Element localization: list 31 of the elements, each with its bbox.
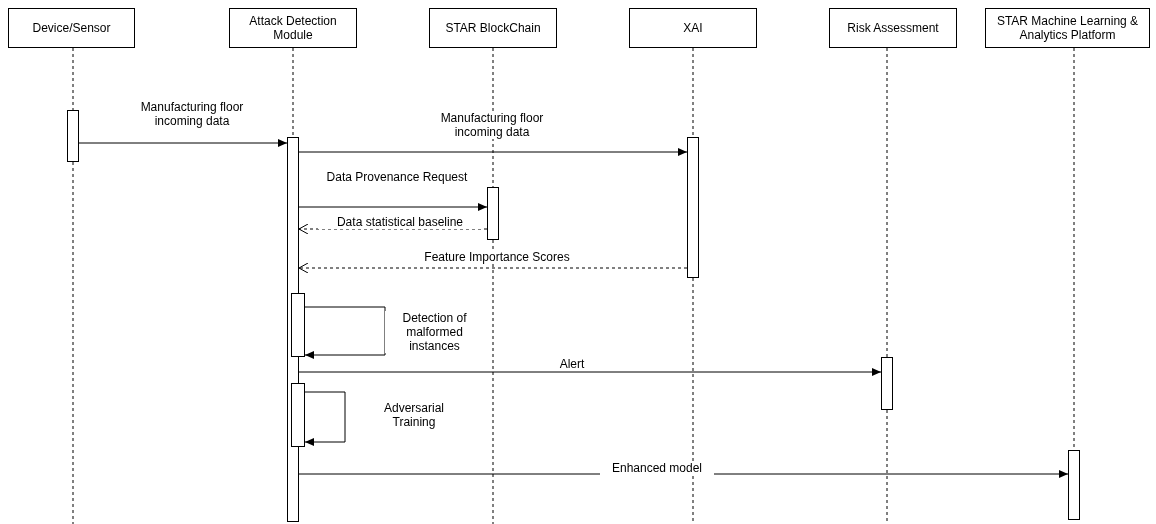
message-arrow: [298, 368, 882, 376]
return-message-arrow: [298, 223, 488, 235]
message-label: Enhanced model: [600, 461, 714, 475]
participant-box: Device/Sensor: [8, 8, 135, 48]
lifeline: [886, 409, 888, 524]
activation-bar: [67, 110, 79, 162]
lifeline: [692, 47, 694, 138]
message-label: Data statistical baseline: [318, 215, 482, 229]
lifeline: [72, 161, 74, 524]
lifeline: [492, 47, 494, 188]
lifeline: [72, 47, 74, 111]
message-arrow: [78, 139, 288, 147]
activation-bar: [881, 357, 893, 410]
message-arrow: [298, 203, 488, 211]
participant-box: Attack Detection Module: [229, 8, 357, 48]
message-arrow: [298, 148, 688, 156]
lifeline: [492, 239, 494, 524]
participant-box: Risk Assessment: [829, 8, 957, 48]
lifeline: [292, 47, 294, 138]
activation-bar: [1068, 450, 1080, 520]
participant-box: STAR BlockChain: [429, 8, 557, 48]
activation-bar: [487, 187, 499, 240]
activation-bar: [687, 137, 699, 278]
activation-bar: [291, 383, 305, 447]
participant-box: XAI: [629, 8, 757, 48]
lifeline: [886, 47, 888, 358]
return-message-arrow: [298, 262, 688, 274]
participant-box: STAR Machine Learning & Analytics Platform: [985, 8, 1150, 48]
activation-bar: [291, 293, 305, 357]
self-message-arrow: [304, 391, 346, 446]
lifeline: [692, 277, 694, 524]
